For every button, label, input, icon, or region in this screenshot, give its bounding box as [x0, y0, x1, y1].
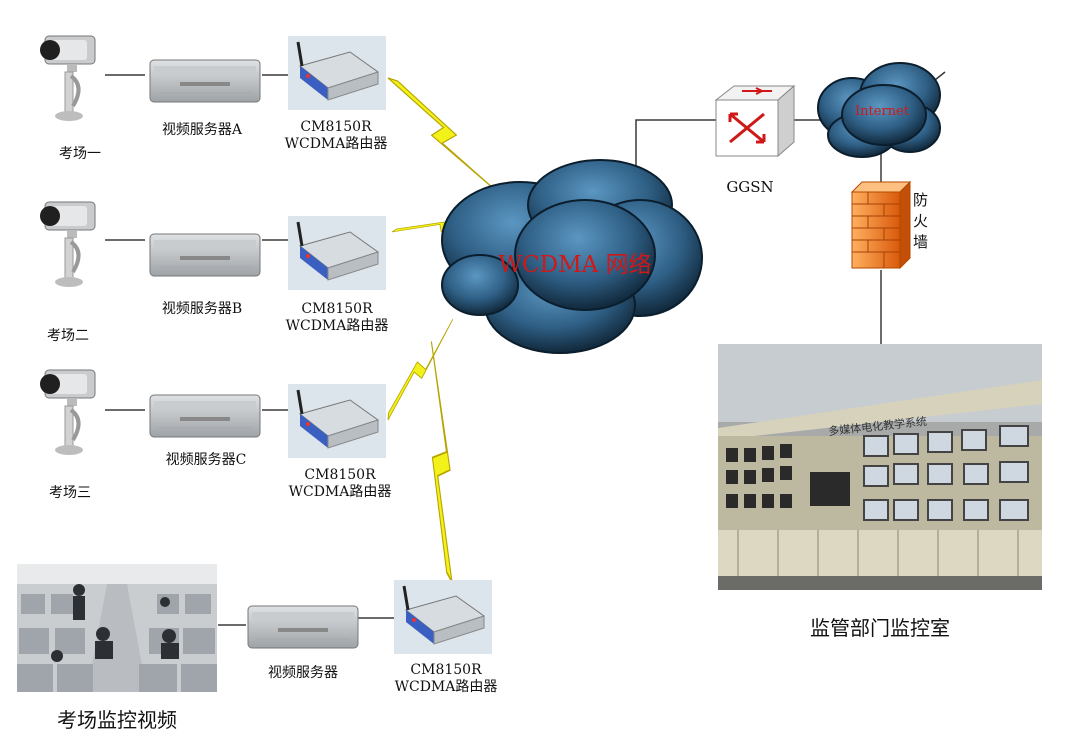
server-label-1: 视频服务器A	[161, 122, 243, 138]
server-label-4: 视频服务器	[268, 665, 338, 681]
internet-label: Internet	[855, 104, 910, 119]
ggsn-label: GGSN	[726, 178, 773, 196]
router-label-4: CM8150R WCDMA路由器	[395, 662, 498, 696]
router-icon-3	[286, 382, 388, 460]
exam-room-photo	[17, 564, 217, 692]
line-internet-corner	[934, 71, 946, 81]
control-room-caption: 监管部门监控室	[810, 616, 950, 640]
router-model-2: CM8150R	[301, 301, 373, 317]
router-icon-4	[392, 578, 494, 656]
router-label-3: CM8150R WCDMA路由器	[289, 467, 392, 501]
internet-cloud	[817, 62, 941, 158]
router-model-1: CM8150R	[300, 119, 372, 135]
router-desc-2: WCDMA路由器	[285, 318, 389, 334]
router-desc-4: WCDMA路由器	[394, 679, 498, 695]
router-desc-3: WCDMA路由器	[288, 484, 392, 500]
video-server-icon-2	[149, 233, 261, 277]
router-label-1: CM8150R WCDMA路由器	[285, 119, 388, 153]
router-model-4: CM8150R	[410, 662, 482, 678]
control-room-photo: 多媒体电化教学系统	[718, 344, 1042, 590]
wcdma-cloud	[441, 159, 703, 354]
wcdma-cloud-label: WCDMA 网络	[498, 252, 651, 278]
router-icon-2	[286, 214, 388, 292]
router-desc-1: WCDMA路由器	[284, 136, 388, 152]
video-server-icon-1	[149, 59, 261, 103]
server-label-3: 视频服务器C	[165, 452, 247, 468]
connection-lines	[105, 71, 946, 626]
router-label-2: CM8150R WCDMA路由器	[286, 301, 389, 335]
firewall-icon	[850, 180, 912, 270]
camera-icon-3	[38, 368, 97, 457]
exam-room-photo-caption: 考场监控视频	[57, 708, 177, 732]
line-cloud-ggsn	[635, 119, 716, 170]
wireless-link-4	[382, 340, 502, 584]
camera-label-2: 考场二	[47, 328, 89, 344]
camera-label-1: 考场一	[59, 146, 101, 162]
ggsn-icon	[714, 84, 796, 158]
router-icon-1	[286, 34, 388, 112]
video-server-icon-3	[149, 394, 261, 438]
camera-icon-2	[38, 200, 97, 289]
video-server-icon-4	[247, 605, 359, 649]
camera-label-3: 考场三	[49, 485, 91, 501]
camera-icon-1	[38, 34, 97, 123]
firewall-label: 防火墙	[913, 191, 929, 251]
server-label-2: 视频服务器B	[161, 301, 243, 317]
router-model-3: CM8150R	[304, 467, 376, 483]
